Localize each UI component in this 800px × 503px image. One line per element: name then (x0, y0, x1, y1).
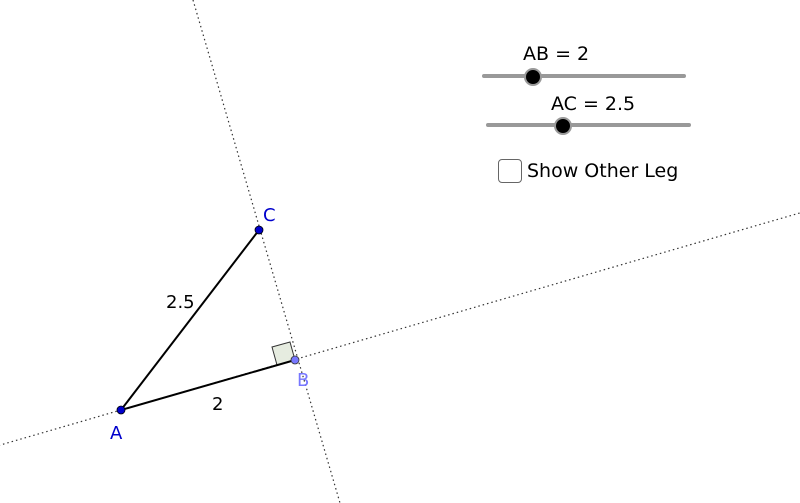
point-a[interactable] (116, 405, 126, 415)
point-b-label: B (297, 370, 309, 391)
slider-ac-knob[interactable] (553, 117, 572, 135)
slider-ac-track[interactable] (486, 123, 691, 127)
point-c-label: C (263, 205, 276, 226)
slider-ab-knob[interactable] (524, 68, 542, 86)
line-through-a-b (0, 212, 800, 446)
show-other-leg-checkbox[interactable] (498, 159, 522, 183)
segment-ac-label: 2.5 (166, 292, 195, 313)
slider-ab-track[interactable] (482, 74, 686, 78)
slider-ab-label: AB = 2 (523, 43, 590, 65)
point-b[interactable] (290, 355, 300, 365)
show-other-leg-toggle[interactable]: Show Other Leg (498, 157, 678, 185)
segment-ab-label: 2 (212, 394, 223, 415)
point-a-label: A (110, 423, 123, 444)
slider-ac-label: AC = 2.5 (551, 93, 636, 115)
segment-ac[interactable] (120, 229, 260, 411)
segment-ab[interactable] (120, 359, 296, 411)
perpendicular-line-at-b (192, 0, 341, 503)
show-other-leg-label: Show Other Leg (527, 160, 679, 182)
point-c[interactable] (254, 225, 264, 235)
